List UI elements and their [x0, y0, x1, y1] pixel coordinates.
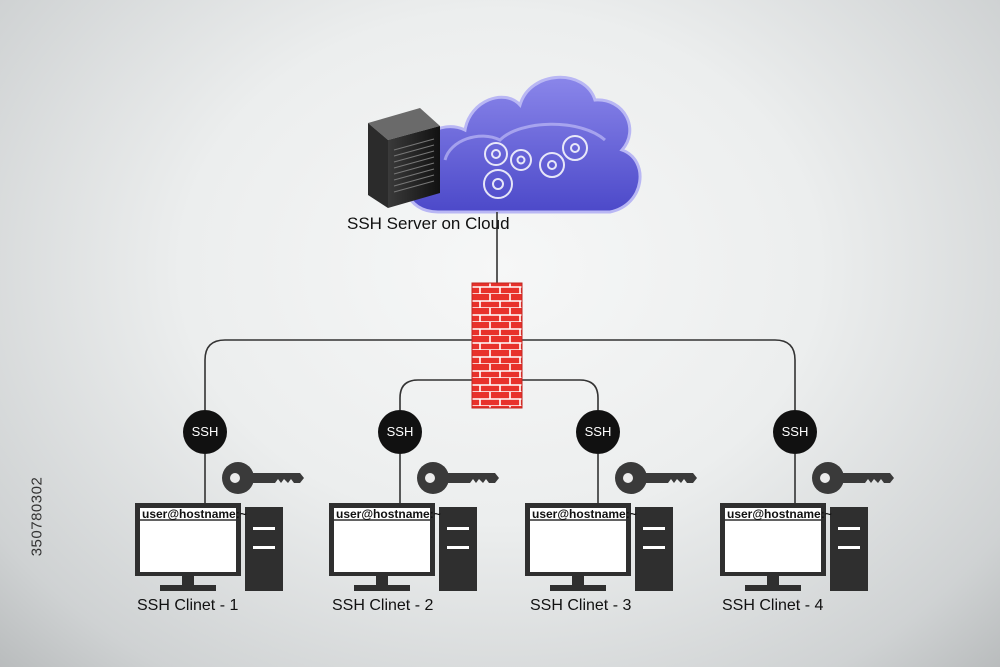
stock-id: 350780302 [28, 476, 46, 557]
client-label-4: SSH Clinet - 4 [722, 597, 824, 614]
terminal-prompt: user@hostname:~ [532, 507, 637, 521]
gear-icon [562, 135, 588, 161]
ssh-badge-4 [773, 410, 817, 454]
gear-icon [510, 149, 532, 171]
terminal-prompt: user@hostname:~ [142, 507, 247, 521]
ssh-badge-1 [183, 410, 227, 454]
ssh-badge-3 [576, 410, 620, 454]
server-label: SSH Server on Cloud [347, 214, 510, 233]
gear-icon [539, 152, 565, 178]
firewall-icon [471, 282, 523, 409]
gear-icon [484, 142, 508, 166]
pc-tower-icon [635, 507, 673, 591]
key-icon [417, 462, 499, 494]
ssh-badge-label: SSH [386, 424, 414, 439]
client-label-2: SSH Clinet - 2 [332, 597, 434, 614]
terminal-prompt: user@hostname:~ [336, 507, 441, 521]
ssh-badge-label: SSH [584, 424, 612, 439]
ssh-badge-label: SSH [191, 424, 219, 439]
client-computer-3 [525, 503, 673, 591]
key-icon [615, 462, 697, 494]
pc-tower-icon [245, 507, 283, 591]
ssh-badge-label: SSH [781, 424, 809, 439]
key-icon [812, 462, 894, 494]
client-computer-4 [720, 503, 868, 591]
connection-lines [204, 212, 796, 503]
terminal-prompt: user@hostname:~ [727, 507, 832, 521]
ssh-badge-2 [378, 410, 422, 454]
client-label-3: SSH Clinet - 3 [530, 597, 632, 614]
cloud-icon [405, 75, 642, 214]
key-icon [222, 462, 304, 494]
gear-icon [483, 169, 513, 199]
pc-tower-icon [830, 507, 868, 591]
server-tower-icon [368, 108, 440, 208]
pc-tower-icon [439, 507, 477, 591]
client-label-1: SSH Clinet - 1 [137, 597, 239, 614]
client-computer-2 [329, 503, 477, 591]
client-computer-1 [135, 503, 283, 591]
